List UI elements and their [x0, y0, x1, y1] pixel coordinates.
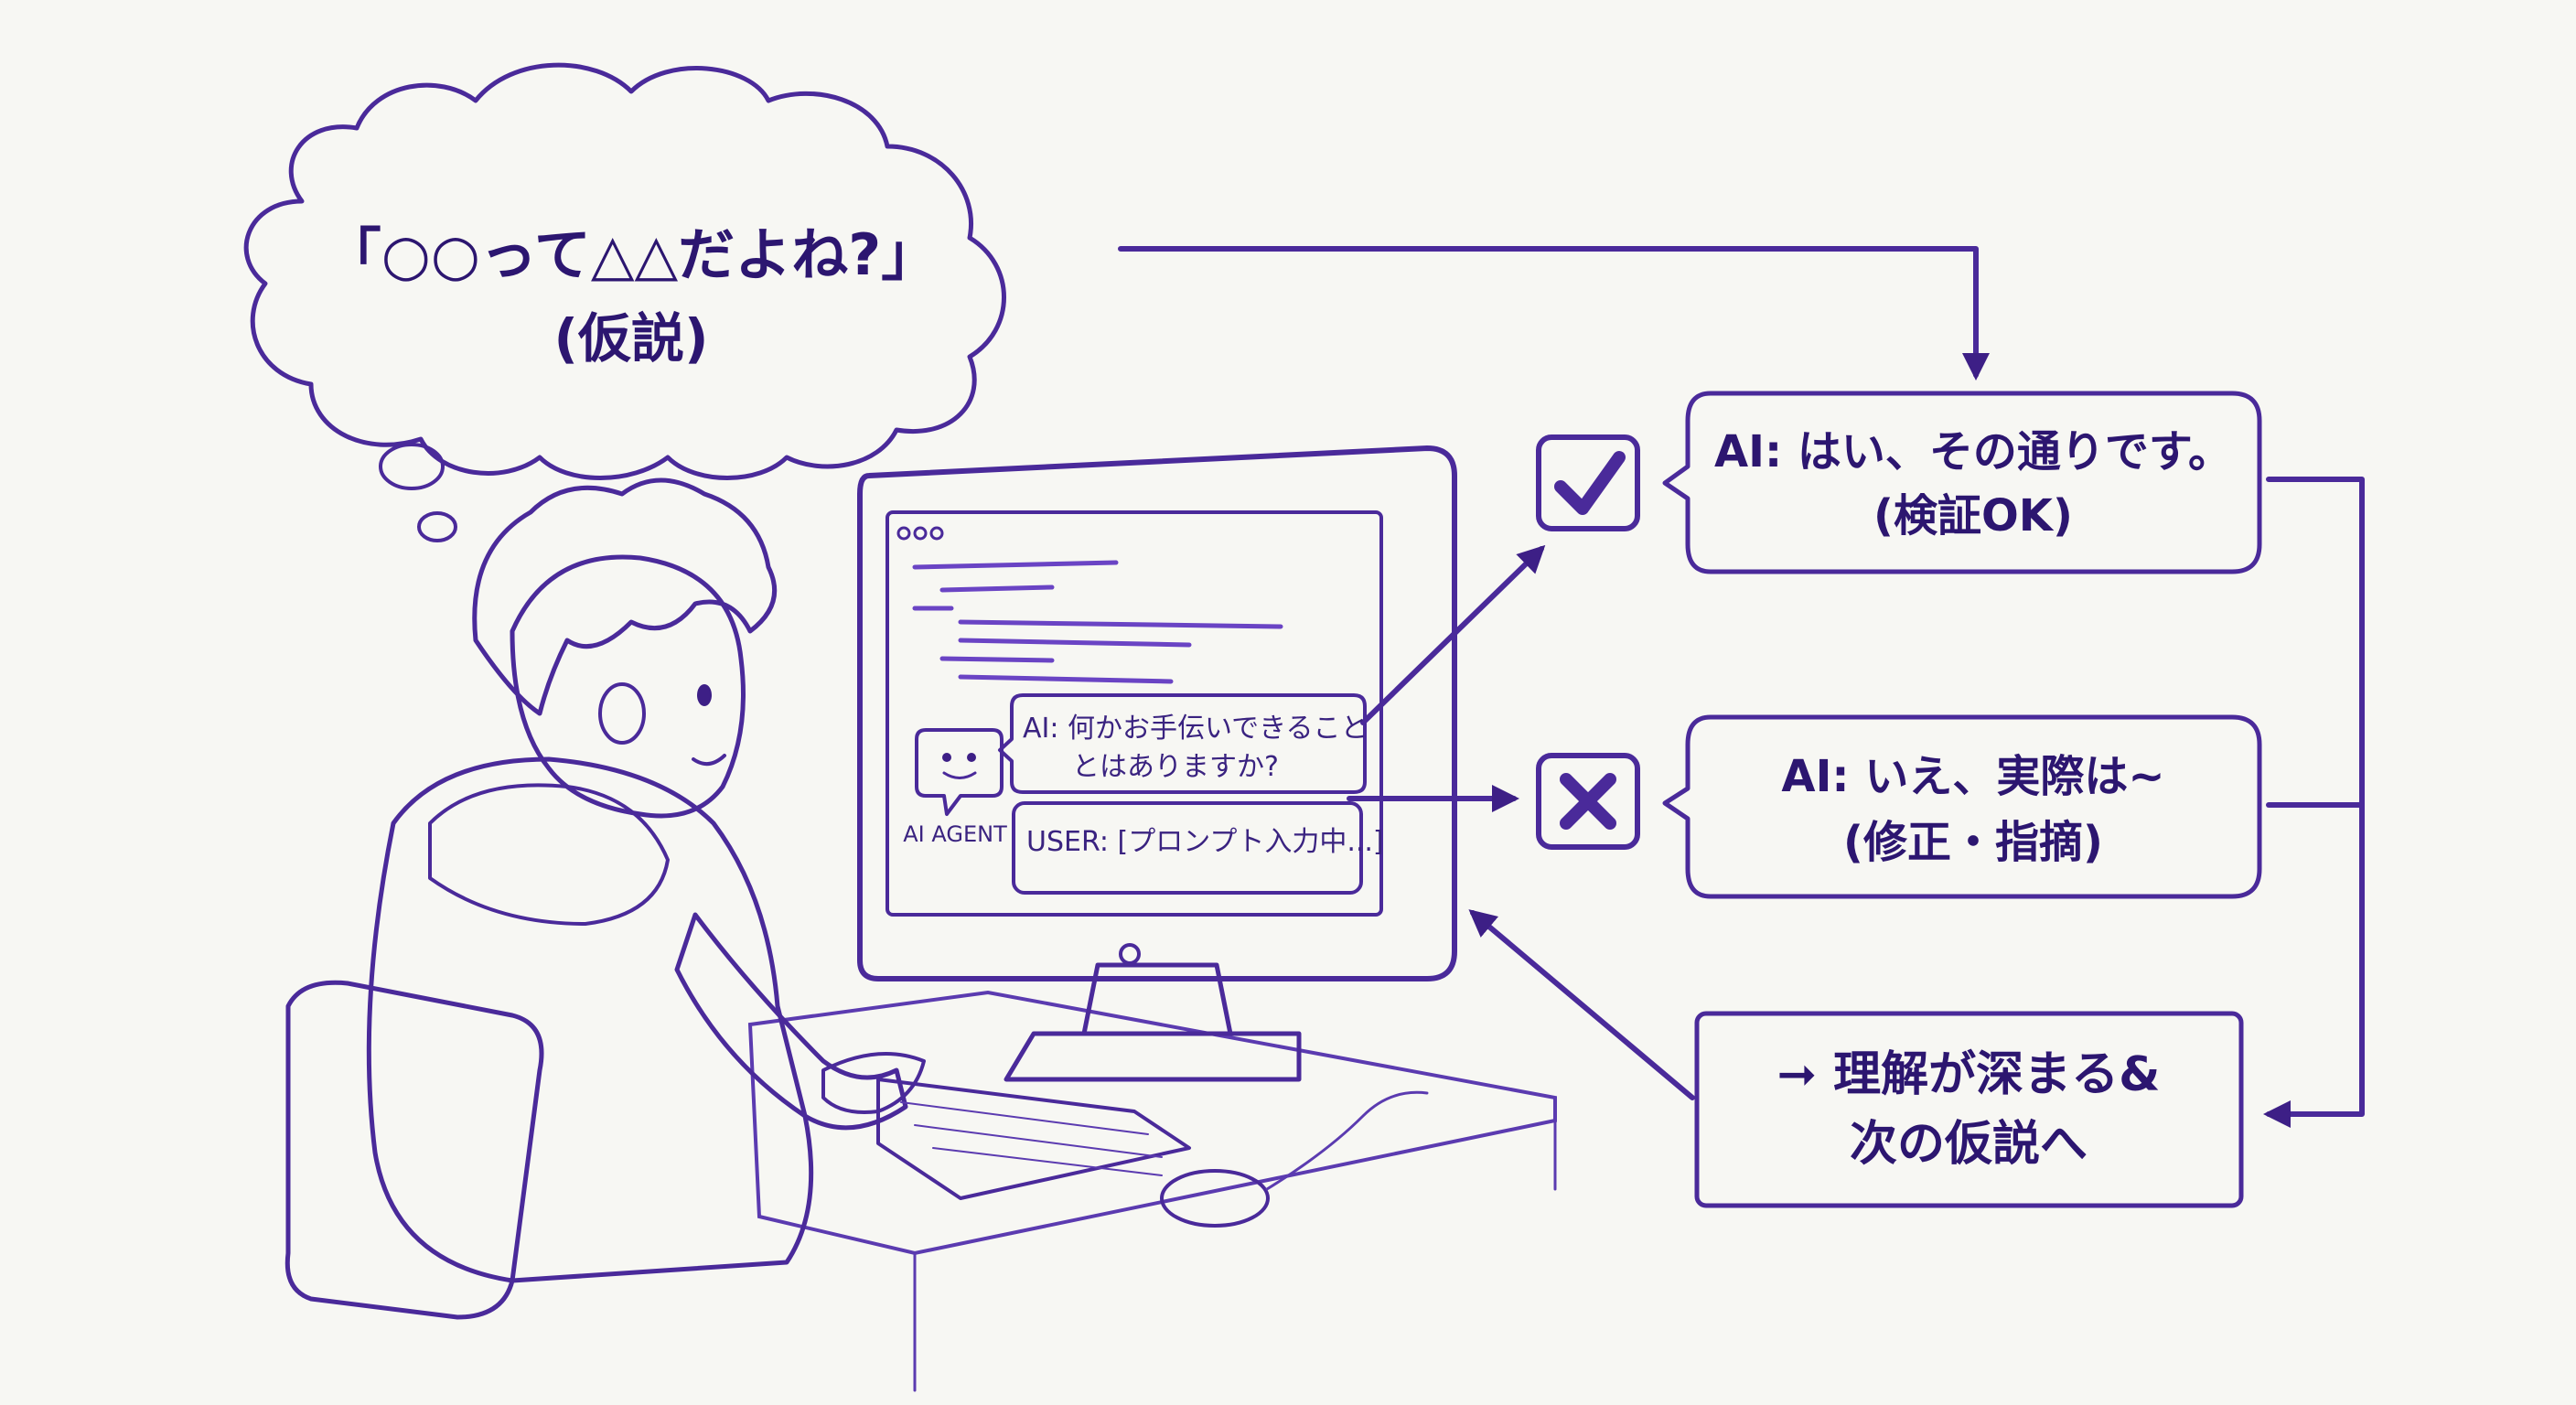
person	[369, 480, 924, 1281]
thought-dot-large	[381, 445, 443, 488]
arrow-result-to-screen	[1473, 913, 1692, 1098]
ok-bubble	[1665, 393, 2259, 572]
agent-chat-icon	[917, 730, 1002, 814]
ai-message-line1: AI: 何かお手伝いできること	[1023, 713, 1368, 745]
ng-response-text: AI: いえ、実際は~	[1781, 751, 2164, 802]
desk	[750, 992, 1555, 1390]
check-icon	[1561, 457, 1619, 509]
thought-dot-small	[419, 513, 456, 541]
power-button	[1121, 945, 1139, 963]
ok-caption: (検証OK)	[1873, 490, 2073, 542]
arrow-thought-to-ok	[1121, 249, 1976, 375]
result-box	[1697, 1014, 2241, 1206]
hypothesis-caption: (仮説)	[553, 307, 708, 370]
ng-bubble	[1665, 717, 2259, 896]
agent-label: AI AGENT	[903, 821, 1007, 847]
code-lines	[915, 563, 1281, 681]
ng-caption: (修正・指摘)	[1843, 817, 2103, 868]
user-input-text: USER: [プロンプト入力中...]	[1026, 826, 1384, 858]
outcome-ng: AI: いえ、実際は~ (修正・指摘)	[1539, 717, 2259, 896]
eye	[697, 684, 712, 706]
ai-message-line2: とはありますか?	[1072, 751, 1279, 783]
mouse	[1162, 1092, 1427, 1226]
smile	[693, 756, 724, 764]
thought-bubble: 「○○って△△だよね?」 (仮説)	[246, 65, 1004, 477]
check-box	[1539, 437, 1637, 529]
outcome-result: ➞ 理解が深まる& 次の仮説へ	[1697, 1014, 2241, 1206]
cross-icon	[1566, 779, 1610, 823]
result-caption: 次の仮説へ	[1850, 1117, 2088, 1172]
chat-ui: AI AGENT AI: 何かお手伝いできること とはありますか? USER: …	[903, 695, 1383, 893]
chair	[287, 982, 542, 1317]
arrow-feedback-bracket	[2269, 479, 2362, 1114]
hair	[475, 480, 775, 713]
connectors	[1121, 249, 2362, 1114]
ok-response-text: AI: はい、その通りです。	[1714, 426, 2232, 477]
keyboard	[878, 1079, 1189, 1198]
hypothesis-text: 「○○って△△だよね?」	[325, 221, 938, 288]
outcome-ok: AI: はい、その通りです。 (検証OK)	[1539, 393, 2259, 572]
ear	[600, 684, 644, 743]
result-text: ➞ 理解が深まる&	[1776, 1047, 2160, 1102]
